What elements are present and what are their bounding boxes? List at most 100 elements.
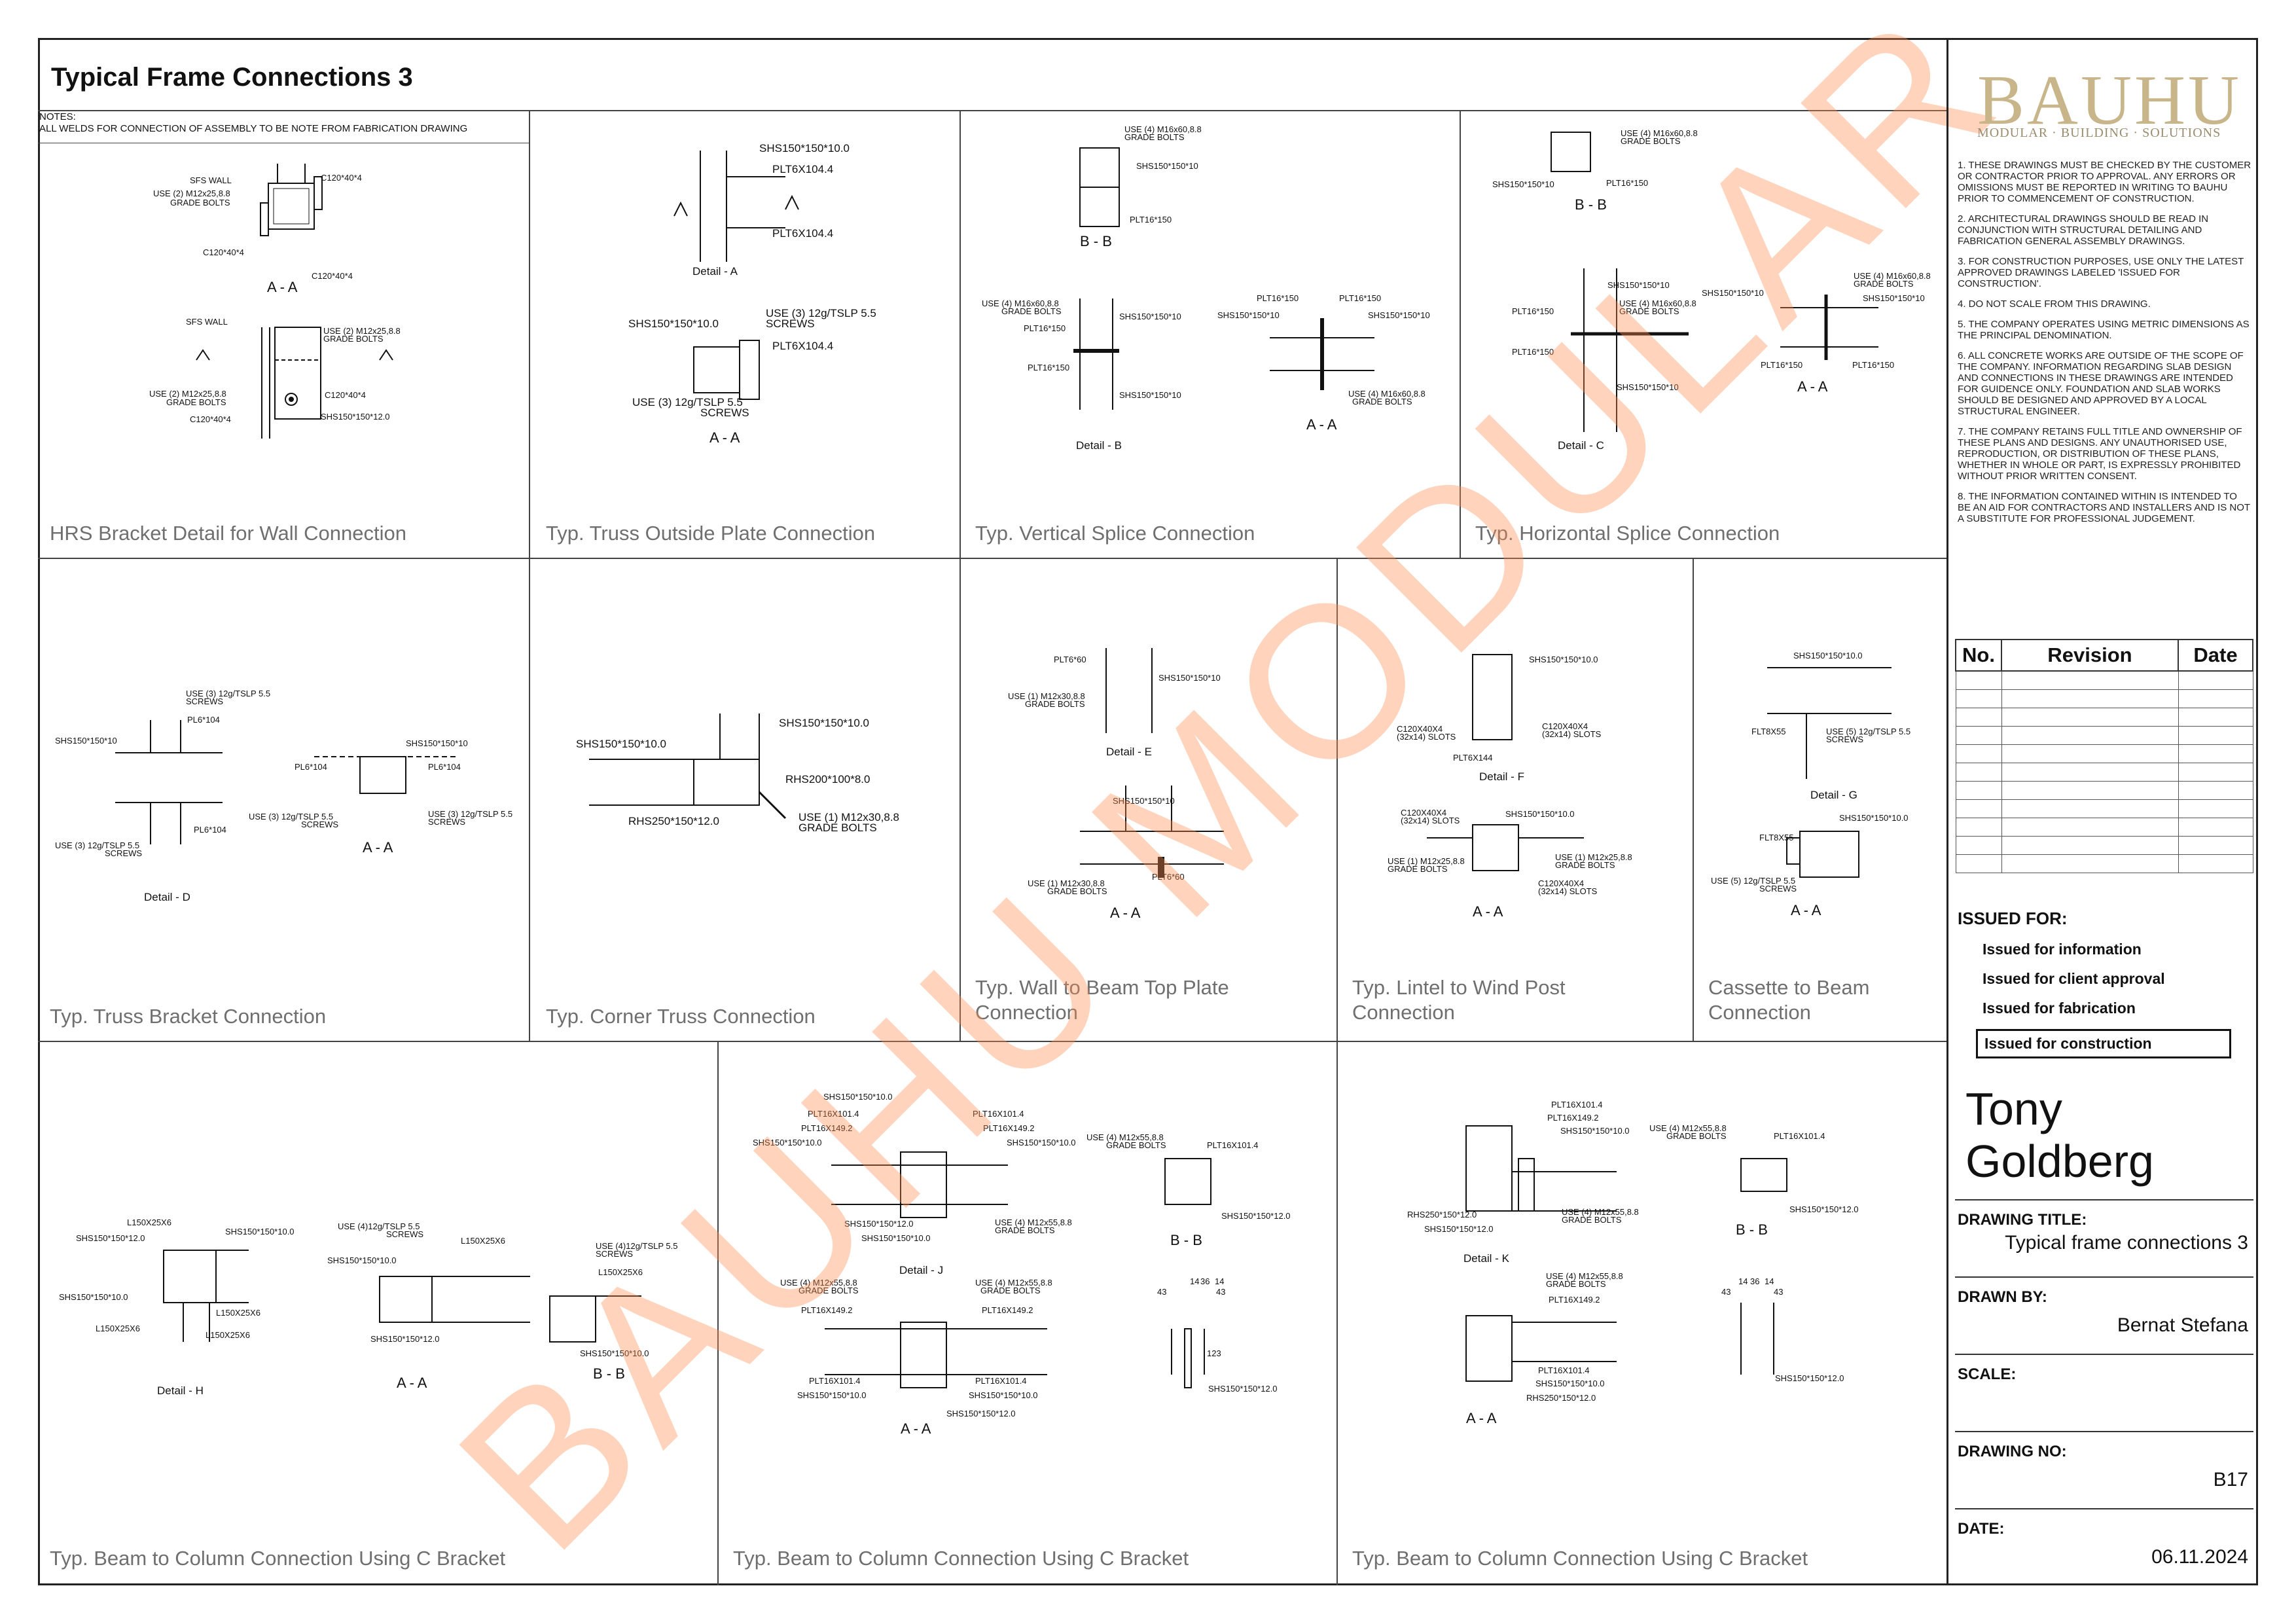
label: SCREWS	[1826, 734, 1863, 744]
label: USE (3) 12g/TSLP 5.5	[186, 689, 270, 698]
label: C120X40X4	[1397, 724, 1443, 734]
label: SHS150*150*12.0	[1221, 1211, 1291, 1221]
label: PLT16X101.4	[1551, 1100, 1603, 1110]
label: USE (2) M12x25,8.8	[149, 389, 226, 399]
rev-row	[1955, 726, 2253, 745]
label: L150X25X6	[598, 1267, 643, 1277]
label: PLT16X149.2	[801, 1305, 853, 1315]
panel-title: Typ. Lintel to Wind Post Connection	[1352, 976, 1566, 1024]
label: GRADE BOLTS	[1025, 699, 1085, 709]
c-bracket-h-drawing: L150X25X6 SHS150*150*12.0 SHS150*150*10.…	[52, 1211, 681, 1417]
col-divider	[529, 110, 530, 558]
label: SHS150*150*10.0	[1839, 813, 1909, 823]
label: PLT16X101.4	[973, 1109, 1024, 1119]
label: SCREWS	[428, 817, 465, 827]
detail-label: Detail - K	[1463, 1252, 1510, 1265]
drawing-sheet	[38, 38, 2258, 1585]
rev-row	[1955, 763, 2253, 782]
label: SHS150*150*12.0	[1789, 1204, 1859, 1214]
label: RHS250*150*12.0	[1526, 1393, 1596, 1403]
section-label: B - B	[1575, 196, 1607, 213]
label: (32x14) SLOTS	[1542, 729, 1602, 739]
col-divider	[960, 558, 961, 1041]
label: SHS150*150*10.0	[759, 142, 850, 154]
rev-row	[1955, 670, 2253, 690]
section-label: A - A	[363, 839, 393, 856]
label: SCREWS	[301, 820, 338, 829]
drawing-notes: 1. THESE DRAWINGS MUST BE CHECKED BY THE…	[1958, 160, 2252, 533]
label: C120X40X4	[1542, 721, 1588, 731]
label: GRADE BOLTS	[323, 334, 384, 344]
label: SHS150*150*10.0	[59, 1292, 128, 1302]
label: PLT16*150	[1028, 363, 1069, 372]
rev-row	[1955, 744, 2253, 763]
panel-title: Typ. Corner Truss Connection	[546, 1005, 816, 1028]
detail-label: Detail - G	[1810, 789, 1857, 801]
label: SCREWS	[1759, 884, 1797, 893]
drawing-no-value: B17	[2213, 1469, 2248, 1490]
label: USE (4) M16x60,8.8	[1854, 271, 1931, 281]
label: RHS250*150*12.0	[628, 815, 719, 827]
label: USE (3) 12g/TSLP 5.5	[55, 840, 139, 850]
label: SHS150*150*10.0	[779, 717, 869, 729]
label: SCREWS	[700, 406, 749, 419]
label: SHS150*150*10	[1607, 280, 1670, 290]
label: PLT16*150	[1761, 360, 1803, 370]
label: SFS WALL	[190, 175, 232, 185]
label: PLT16X149.2	[982, 1305, 1033, 1315]
hrs-bracket-drawing: SFS WALL C120*40*4 USE (2) M12x25,8.8 GR…	[144, 164, 432, 442]
label: GRADE BOLTS	[1619, 306, 1679, 316]
label: C120*40*4	[325, 390, 366, 400]
label: SHS150*150*10.0	[327, 1255, 397, 1265]
company-logo: BAUHU	[1977, 62, 2242, 139]
label: PLT16X149.2	[1549, 1295, 1600, 1305]
label: (32x14) SLOTS	[1401, 816, 1460, 825]
label: SHS150*150*10	[1119, 312, 1181, 321]
truss-bracket-drawing: USE (3) 12g/TSLP 5.5 SCREWS PL6*104 SHS1…	[52, 681, 524, 920]
label: SHS150*150*10	[1863, 293, 1925, 303]
label: USE (4) M12x55,8.8	[1086, 1132, 1164, 1142]
label: SHS150*150*10	[1368, 310, 1430, 320]
label: L150X25X6	[127, 1218, 171, 1227]
label: SHS150*150*10.0	[576, 738, 666, 750]
label: SHS150*150*10	[1492, 179, 1554, 189]
dimension: 14	[1765, 1276, 1774, 1286]
panel-title: Cassette to Beam Connection	[1708, 976, 1870, 1024]
label: SHS150*150*10	[1617, 382, 1679, 392]
label: GRADE BOLTS	[170, 198, 230, 208]
label: USE (4) M12x55,8.8	[1546, 1271, 1623, 1281]
label: RHS200*100*8.0	[785, 773, 870, 785]
detail-label: Detail - B	[1076, 439, 1122, 452]
rev-row	[1955, 708, 2253, 727]
label: GRADE BOLTS	[1352, 397, 1412, 406]
label: SHS150*150*10	[1217, 310, 1280, 320]
label: USE (4) M12x55,8.8	[780, 1278, 857, 1288]
drawn-by-field: DRAWN BY: Bernat Stefana	[1955, 1276, 2253, 1354]
issued-option-selected: Issued for construction	[1976, 1029, 2231, 1058]
label: USE (1) M12x30,8.8	[1028, 878, 1105, 888]
label: PLT16*150	[1606, 178, 1648, 188]
label: GRADE BOLTS	[798, 821, 877, 834]
label: SHS150*150*10	[1136, 161, 1198, 171]
note-item: 8. THE INFORMATION CONTAINED WITHIN IS I…	[1958, 491, 2250, 524]
dimension: 43	[1774, 1287, 1783, 1297]
field-label: SCALE:	[1958, 1365, 2017, 1383]
label: PLT16*150	[1512, 347, 1554, 357]
section-label: A - A	[267, 279, 298, 295]
section-label: A - A	[1797, 378, 1828, 395]
section-label: A - A	[1110, 905, 1141, 921]
rev-row	[1955, 836, 2253, 855]
label: SHS150*150*10	[1702, 288, 1764, 298]
label: SCREWS	[766, 317, 815, 330]
note-item: 2. ARCHITECTURAL DRAWINGS SHOULD BE READ…	[1958, 213, 2209, 247]
scale-field: SCALE:	[1955, 1354, 2253, 1431]
c-bracket-j-drawing: SHS150*150*10.0 PLT16X101.4 PLT16X149.2 …	[746, 1087, 1309, 1443]
label: SHS150*150*12.0	[76, 1233, 145, 1243]
label: L150X25X6	[96, 1324, 140, 1333]
section-label: A - A	[709, 429, 740, 446]
label: PLT16X149.2	[801, 1123, 853, 1133]
date-value: 06.11.2024	[2151, 1546, 2248, 1568]
label: L150X25X6	[216, 1308, 260, 1318]
label: USE (4) M16x60,8.8	[982, 298, 1059, 308]
section-label: B - B	[1080, 233, 1112, 249]
